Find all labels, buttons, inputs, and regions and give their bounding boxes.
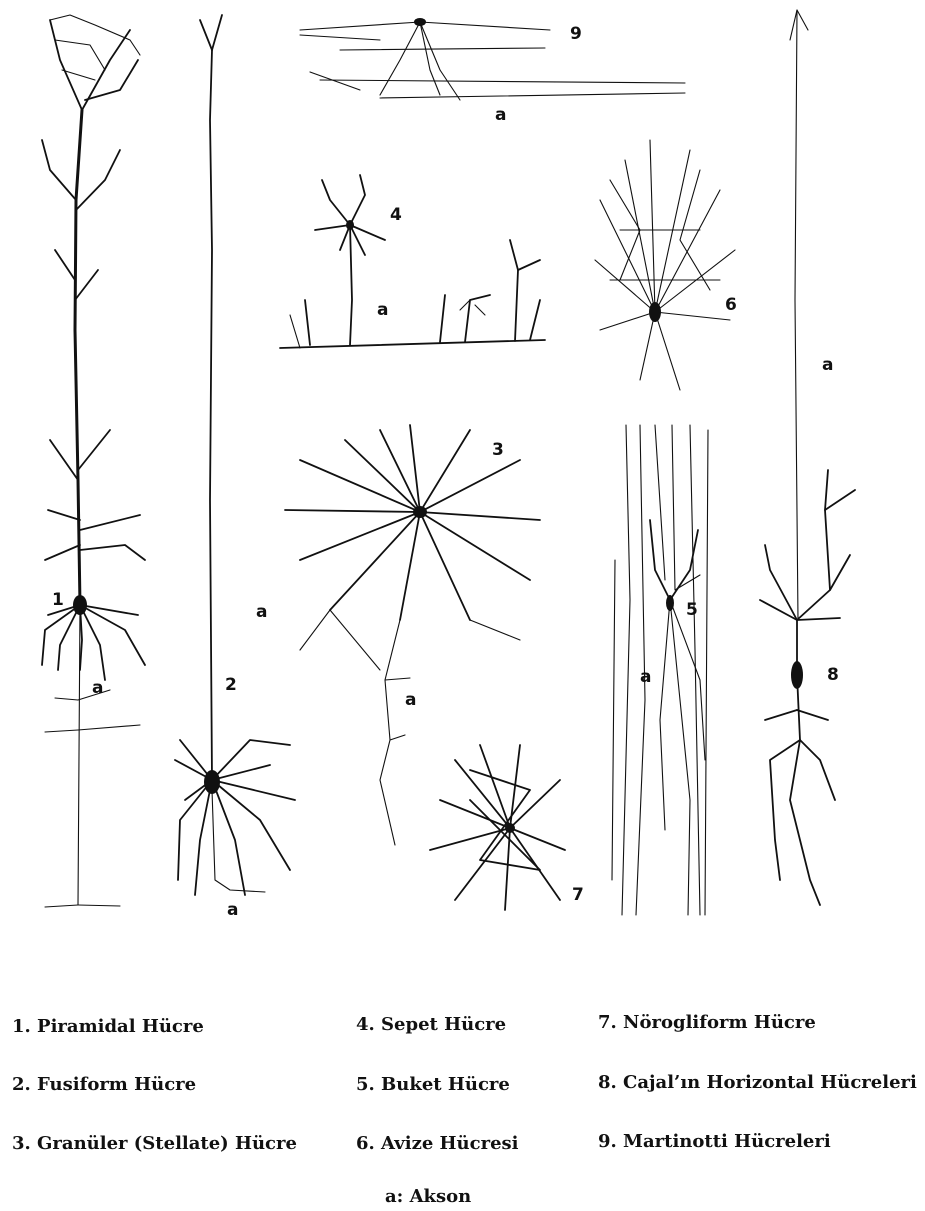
chandelier-cell-drawing [595, 140, 735, 390]
legend-item-3: 3. Granüler (Stellate) Hücre [12, 1133, 297, 1154]
legend-item-9: 9. Martinotti Hücreleri [598, 1131, 831, 1152]
label-3: 3 [492, 440, 504, 460]
axon-label-4: a [377, 300, 388, 320]
stellate-cell-drawing [285, 425, 540, 845]
legend-item-2: 2. Fusiform Hücre [12, 1074, 196, 1095]
legend-item-7: 7. Nörogliform Hücre [598, 1012, 816, 1033]
label-1: 1 [52, 590, 64, 610]
axon-label-1: a [92, 678, 103, 698]
legend-item-5: 5. Buket Hücre [356, 1074, 510, 1095]
axon-label-3: a [405, 690, 416, 710]
legend-item-8: 8. Cajal’ın Horizontal Hücreleri [598, 1072, 917, 1093]
label-5: 5 [686, 600, 698, 620]
label-7: 7 [572, 885, 584, 905]
legend-axon-note: a: Akson [385, 1186, 471, 1207]
neurogliaform-cell-drawing [430, 745, 565, 910]
label-2: 2 [225, 675, 237, 695]
legend-item-6: 6. Avize Hücresi [356, 1133, 519, 1154]
legend-item-4: 4. Sepet Hücre [356, 1014, 506, 1035]
label-8: 8 [827, 665, 839, 685]
axon-label-2a: a [256, 602, 267, 622]
fusiform-cell-drawing [175, 15, 295, 895]
martinotti-cell-drawing [300, 18, 685, 100]
label-4: 4 [390, 205, 402, 225]
basket-cell-drawing [280, 175, 545, 348]
axon-label-2b: a [227, 900, 238, 920]
label-6: 6 [725, 295, 737, 315]
label-9: 9 [570, 24, 582, 44]
pyramidal-cell-drawing [42, 15, 145, 907]
axon-label-9: a [495, 105, 506, 125]
cajal-horizontal-cell-drawing [760, 10, 855, 905]
neuron-types-diagram: 1 2 3 4 5 6 7 8 9 a a a a a a a a [0, 0, 925, 960]
axon-label-5: a [640, 667, 651, 687]
bouquet-cell-drawing [612, 425, 708, 915]
legend-item-1: 1. Piramidal Hücre [12, 1016, 204, 1037]
axon-label-8: a [822, 355, 833, 375]
